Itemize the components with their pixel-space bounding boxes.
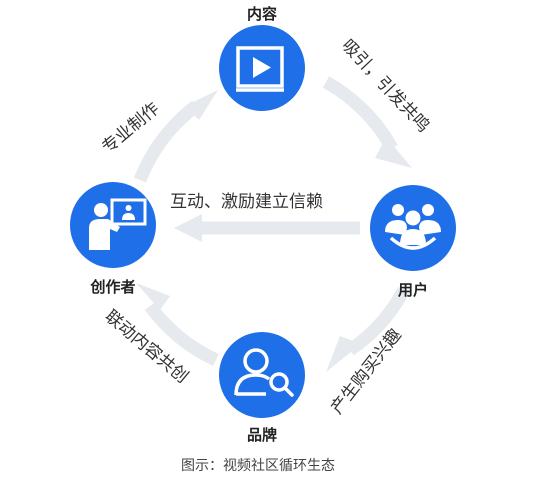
presenter-icon: [89, 198, 147, 250]
user-search-icon: [234, 348, 294, 397]
arrow-head-brand-to-creator: [136, 283, 170, 310]
arrow-head-creator-to-content: [185, 90, 218, 120]
cycle-arrows: [133, 76, 412, 372]
edge-label-user-to-creator: 互动、激励建立信赖: [170, 192, 323, 212]
user-group-icon: [385, 204, 441, 250]
node-brand: 品牌: [219, 332, 305, 444]
diagram-caption: 图示：视频社区循环生态: [181, 458, 335, 474]
node-label-user: 用户: [398, 281, 428, 299]
arrow-head-user-to-creator: [174, 214, 202, 242]
node-user: 用户: [370, 185, 456, 299]
edge-label-content-to-user: 吸引，引发共鸣: [337, 36, 433, 137]
arrow-creator-to-content: [133, 100, 200, 183]
node-label-content: 内容: [247, 5, 277, 23]
video-play-icon: [236, 46, 284, 92]
node-creator: 创作者: [70, 182, 156, 296]
arrow-brand-to-creator: [144, 302, 219, 366]
node-content: 内容: [219, 5, 305, 111]
node-label-brand: 品牌: [247, 426, 277, 444]
arrow-head-user-to-brand: [326, 336, 361, 372]
node-label-creator: 创作者: [89, 278, 135, 296]
edge-label-brand-to-creator: 联动内容共创: [101, 307, 192, 388]
arrow-head-content-to-user: [375, 137, 412, 168]
